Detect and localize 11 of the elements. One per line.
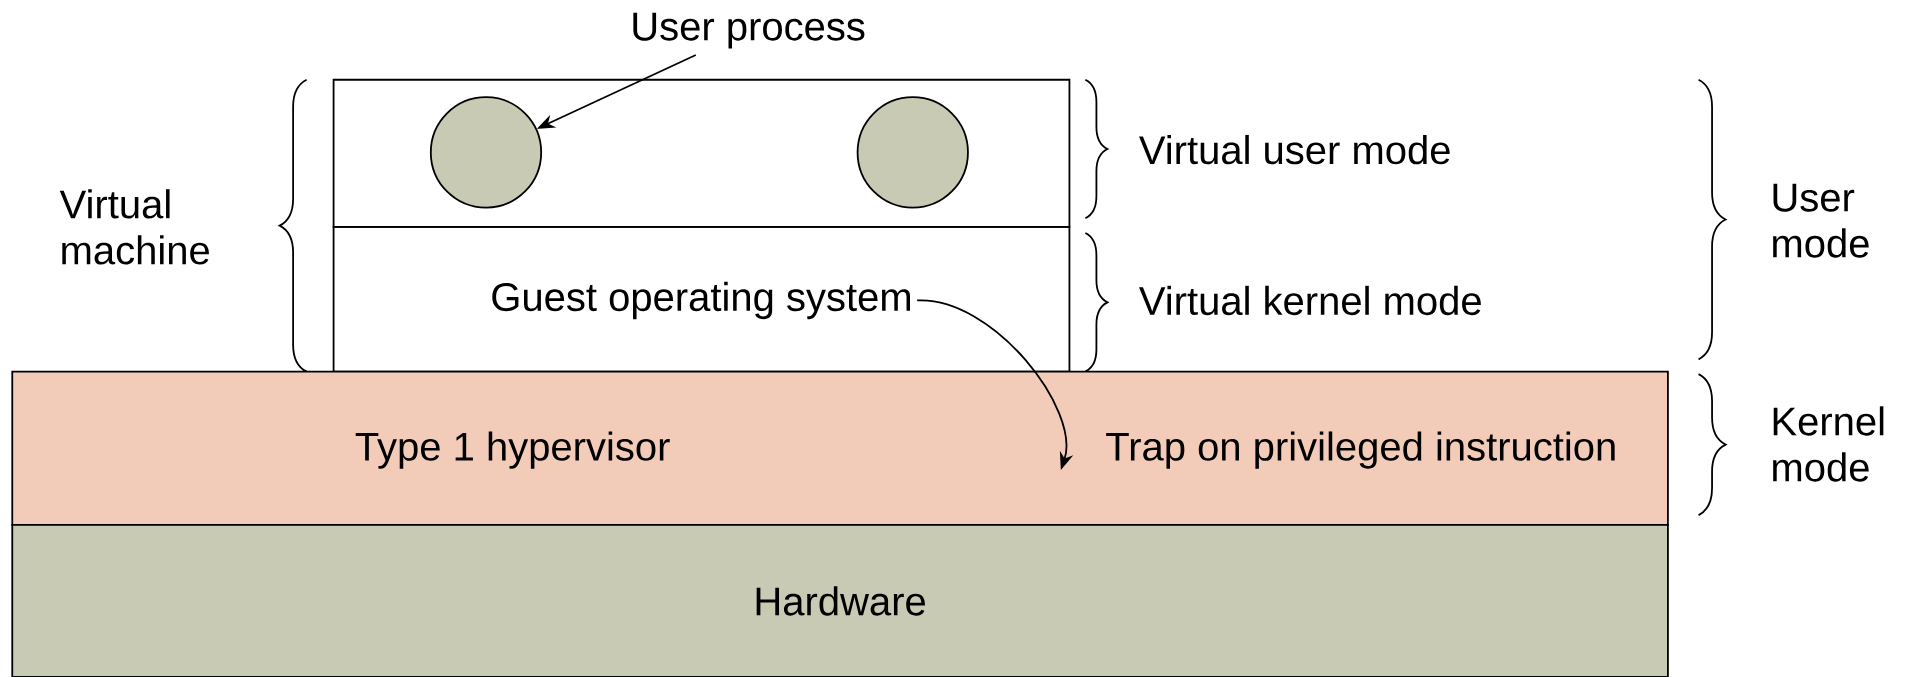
- hardware-layer: Hardware: [11, 524, 1669, 677]
- hypervisor-layer: Type 1 hypervisor Trap on privileged instruction: [11, 370, 1669, 526]
- mode-label: Virtual machine: [59, 189, 209, 265]
- mode-label: Kernel mode: [1773, 406, 1884, 482]
- callout-text: User process: [633, 12, 865, 49]
- process-circle: [429, 96, 543, 209]
- mode-label: Virtual user mode: [1139, 134, 1450, 165]
- mode-label: Virtual kernel mode: [1139, 285, 1481, 316]
- process-circle: [856, 96, 969, 209]
- frame-box: [332, 78, 1071, 228]
- mode-label: User mode: [1773, 183, 1869, 258]
